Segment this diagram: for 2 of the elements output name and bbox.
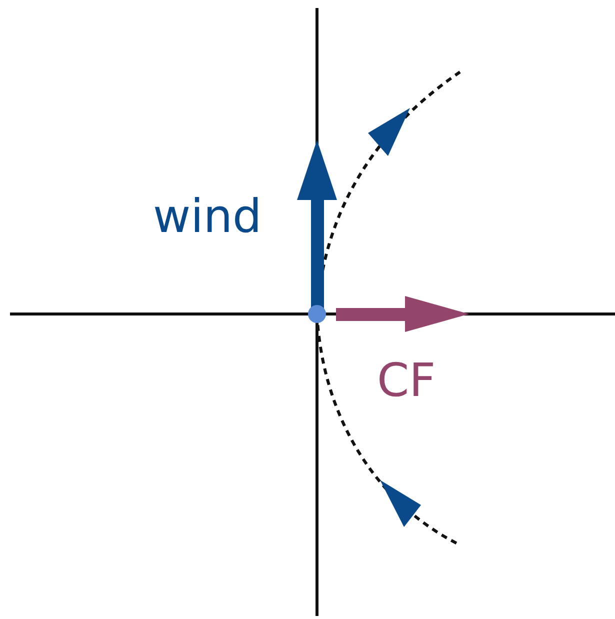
wind-label: wind	[153, 193, 262, 239]
force-label: CF	[377, 357, 436, 403]
